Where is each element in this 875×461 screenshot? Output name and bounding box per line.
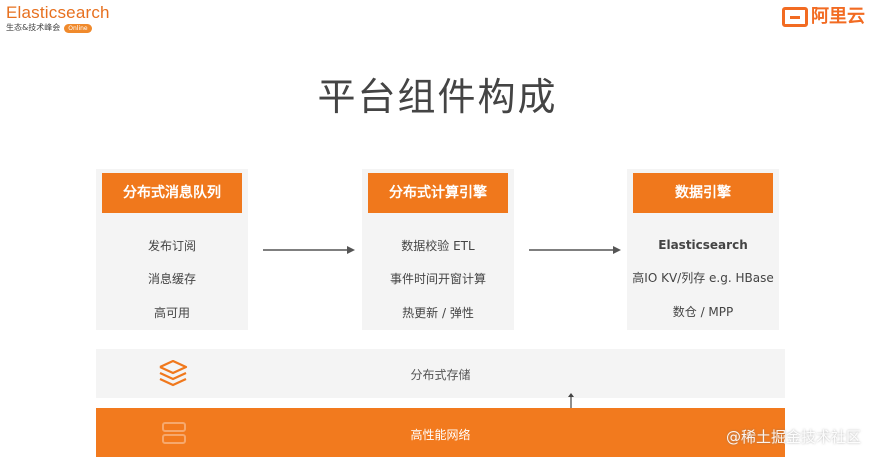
storage-layer-label: 分布式存储 bbox=[410, 368, 471, 382]
component-card-title: 分布式消息队列 bbox=[102, 173, 242, 213]
event-logo: Elasticsearch 生态&技术峰会 Online bbox=[6, 4, 110, 33]
component-card-message-queue: 分布式消息队列 发布订阅 消息缓存 高可用 bbox=[96, 169, 248, 330]
event-logo-subtitle-row: 生态&技术峰会 Online bbox=[6, 23, 110, 33]
component-card-compute-engine: 分布式计算引擎 数据校验 ETL 事件时间开窗计算 热更新 / 弹性 bbox=[362, 169, 514, 330]
component-item: 消息缓存 bbox=[147, 272, 196, 287]
component-item: 发布订阅 bbox=[147, 239, 196, 254]
component-item: Elasticsearch bbox=[658, 237, 748, 252]
component-item: 事件时间开窗计算 bbox=[389, 272, 486, 287]
component-item: 数据校验 ETL bbox=[401, 239, 475, 254]
event-logo-name: Elasticsearch bbox=[6, 3, 110, 22]
flow-arrow-icon bbox=[263, 246, 355, 254]
component-item: 热更新 / 弹性 bbox=[402, 305, 474, 320]
component-card-title: 分布式计算引擎 bbox=[368, 173, 508, 213]
event-logo-subtitle: 生态&技术峰会 bbox=[6, 23, 61, 32]
component-card-items: 发布订阅 消息缓存 高可用 bbox=[96, 229, 248, 329]
component-card-items: Elasticsearch 高IO KV/列存 e.g. HBase 数仓 / … bbox=[627, 229, 779, 329]
flow-arrow-icon bbox=[529, 246, 621, 254]
component-card-title: 数据引擎 bbox=[633, 173, 773, 213]
component-item: 高IO KV/列存 e.g. HBase bbox=[632, 270, 774, 285]
page-title: 平台组件构成 bbox=[317, 75, 558, 119]
online-badge: Online bbox=[64, 23, 92, 33]
component-card-items: 数据校验 ETL 事件时间开窗计算 热更新 / 弹性 bbox=[362, 229, 514, 329]
aliyun-logo-text: 阿里云 bbox=[811, 6, 865, 27]
network-icon bbox=[162, 422, 186, 444]
network-layer-label: 高性能网络 bbox=[410, 428, 471, 442]
network-layer: 高性能网络 bbox=[96, 408, 785, 457]
aliyun-logo-icon bbox=[782, 7, 808, 27]
aliyun-logo: 阿里云 bbox=[782, 6, 865, 28]
layers-icon bbox=[159, 360, 188, 387]
component-card-data-engine: 数据引擎 Elasticsearch 高IO KV/列存 e.g. HBase … bbox=[627, 169, 779, 330]
storage-layer: 分布式存储 bbox=[96, 349, 785, 398]
component-item: 高可用 bbox=[153, 305, 190, 320]
watermark: @稀土掘金技术社区 bbox=[725, 428, 861, 446]
component-item: 数仓 / MPP bbox=[672, 305, 734, 320]
